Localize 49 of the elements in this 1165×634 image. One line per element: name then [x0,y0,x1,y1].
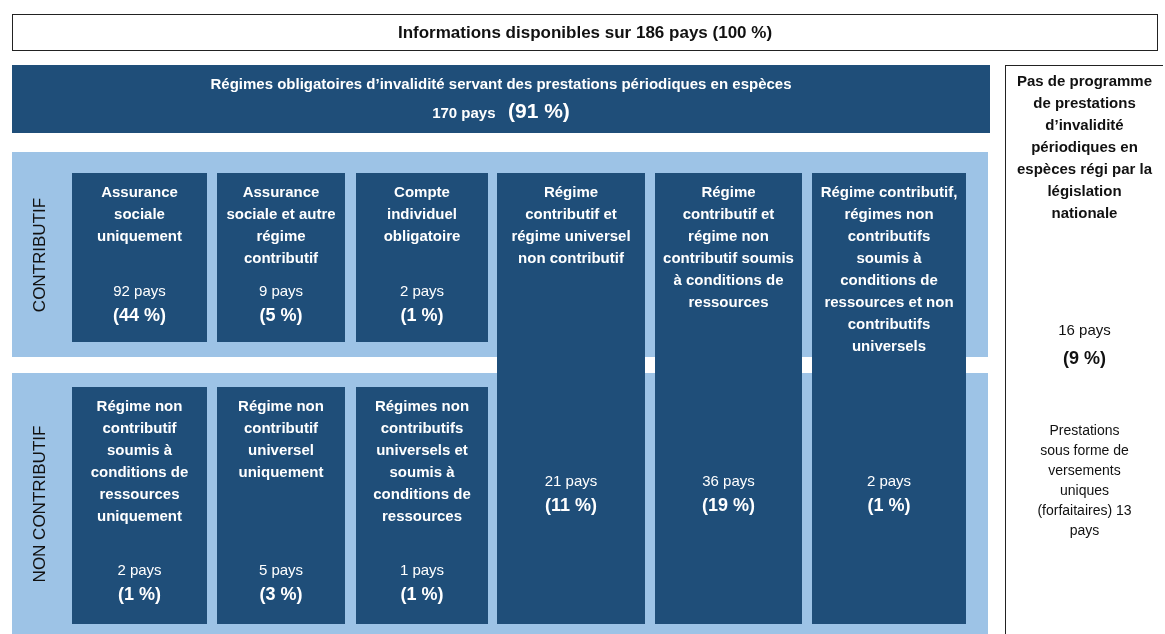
percentage: (1 %) [399,304,445,327]
box-title: Régime contributif et régime non contributif soumis à conditions de ressources [663,182,794,312]
country-count: 2 pays [398,281,446,301]
header-title: Régimes obligatoires d’invalidité servant des prestations périodiques en espèces [209,74,793,94]
percentage: (11 %) [544,494,598,517]
country-count: 16 pays [1057,320,1112,340]
banner-box [12,14,1158,51]
scheme-box [356,173,488,342]
scheme-box [812,173,966,624]
header-bar [12,65,990,133]
scheme-box [655,173,802,624]
country-count: 170 pays [432,104,496,121]
country-count: 2 pays [865,471,913,491]
country-count: 92 pays [112,281,167,301]
box-title: Assurance sociale uniquement [96,182,183,246]
percentage: (1 %) [117,583,162,606]
scheme-box [72,387,207,624]
box-title: Régime non contributif soumis à conditions de ressources uniquement [89,396,190,526]
percentage: (91 %) [508,99,570,122]
box-title: Assurance sociale et autre régime contributif [225,182,337,268]
country-count: 1 pays [398,560,446,580]
box-title: Régimes non contributifs universels et soumis à conditions de ressources [372,396,472,526]
scheme-box [217,173,345,342]
band-label: CONTRIBUTIF [30,197,50,312]
scheme-box [72,173,207,342]
box-title: Compte individuel obligatoire [382,182,462,246]
percentage: (44 %) [112,304,167,327]
scheme-box [497,173,645,624]
country-count: 21 pays [543,471,599,491]
box-title: Régime non contributif universel uniquement [237,396,325,482]
percentage: (19 %) [701,494,756,517]
percentage: (5 %) [258,304,304,327]
percentage: (1 %) [399,583,445,606]
country-count: 2 pays [116,560,163,580]
box-title: Régime contributif, régimes non contributifs soumis à conditions de ressources et non contributifs universels [820,182,958,356]
percentage: (3 %) [258,583,304,606]
scheme-box [217,387,345,624]
side-panel [1005,65,1163,634]
note-text: Prestations sous forme de versements uniques (forfaitaires) 13 pays [1036,421,1133,540]
side-title: Pas de programme de prestations d’invalidité périodiques en espèces régi par la législation nationale [1016,71,1153,223]
band-label: NON CONTRIBUTIF [30,425,50,582]
banner-title: Informations disponibles sur 186 pays (100 %) [396,23,774,43]
scheme-box [356,387,488,624]
country-count: 5 pays [257,560,305,580]
percentage: (1 %) [866,494,912,517]
percentage: (9 %) [1062,347,1107,370]
country-count: 36 pays [701,471,756,491]
country-count: 9 pays [257,281,305,301]
box-title: Régime contributif et régime universel non contributif [510,182,632,268]
